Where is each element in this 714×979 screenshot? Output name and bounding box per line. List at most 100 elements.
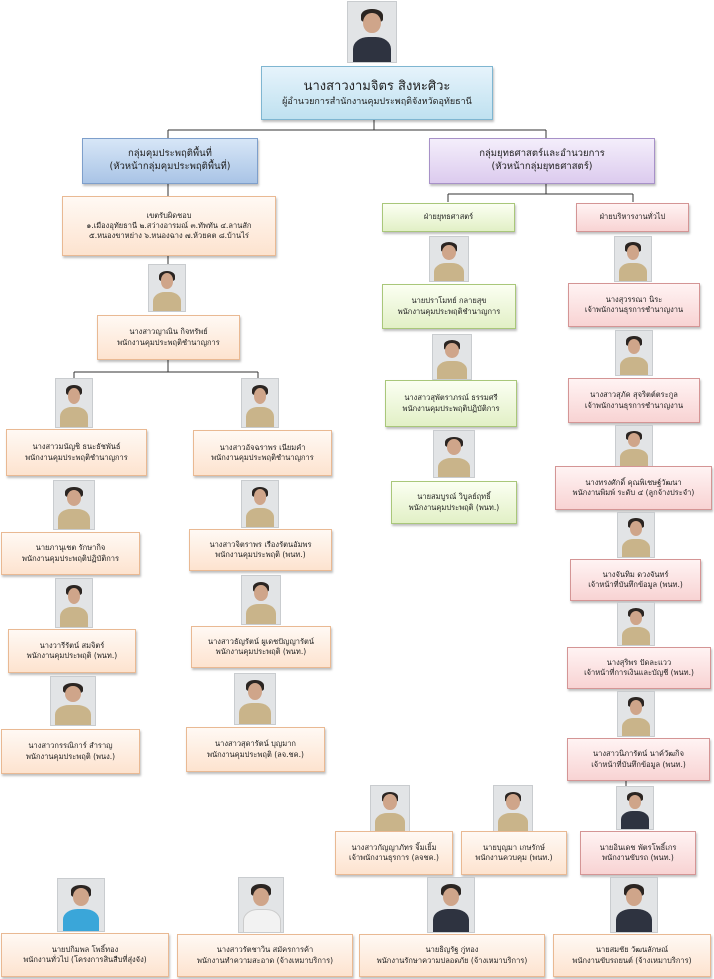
- director-box: นางสาวงามจิตร สิงหะศิวะ ผู้อำนวยการสำนัก…: [261, 66, 493, 120]
- staff-photo: [55, 578, 93, 628]
- staff-box-anchalee: นางสาวอัจฉราพร เนียมคำ พนักงานคุมประพฤติ…: [193, 430, 332, 476]
- area-responsibility-box: เขตรับผิดชอบ ๑.เมืองอุทัยธานี ๒.สว่างอาร…: [62, 196, 276, 256]
- staff-name: นางวารีรัตน์ สมจิตร์: [39, 640, 105, 650]
- staff-role: พนักงานคุมประพฤติชำนาญการ: [117, 337, 220, 347]
- staff-role: พนักงานขับรถยนต์ (จ้างเหมาบริการ): [572, 955, 692, 965]
- staff-photo: [148, 264, 186, 312]
- staff-role: พนักงานทำความสะอาด (จ้างเหมาบริการ): [196, 955, 334, 965]
- staff-photo: [241, 480, 279, 528]
- staff-box-suriya: นางสุริพร ปัดละแวว เจ้าหน้าที่การเงินและ…: [567, 647, 711, 689]
- staff-name: นางสาวอัจฉราพร เนียมคำ: [219, 442, 306, 452]
- staff-role: พนักงานคุมประพฤติ (พนง.): [25, 751, 116, 761]
- staff-name: นางสาวรัตชาวิน สมัครการค้า: [216, 945, 314, 955]
- staff-name: นางสาวมนัญชิ ธนะธัชพันธ์: [32, 442, 121, 452]
- staff-photo: [493, 785, 533, 833]
- group-area-subtitle: (หัวหน้ากลุ่มคุมประพฤติพื้นที่): [109, 161, 231, 172]
- staff-name: นางทรงศักดิ์ คุณพิเชษฐ์วัฒนา: [585, 477, 682, 487]
- staff-photo: [432, 334, 472, 380]
- staff-box-thanyarat: นางสาวธัญรัตน์ ผูเดชปัญญารัตน์ พนักงานคุ…: [191, 626, 331, 668]
- staff-box-nattawut: นายภานุเชต รักษากิจ พนักงานคุมประพฤติปฏิ…: [1, 532, 140, 575]
- staff-photo: [610, 877, 658, 933]
- staff-photo: [241, 378, 279, 428]
- staff-role: พนักงานคุมประพฤติชำนาญการ: [211, 453, 314, 462]
- staff-role: เจ้าหน้าที่บันทึกข้อมูล (พนท.): [588, 580, 683, 589]
- staff-name: นางสาวสุดารัตน์ บุญมาก: [215, 739, 296, 749]
- staff-photo: [50, 676, 96, 726]
- staff-name: นางสุริพร ปัดละแวว: [606, 657, 672, 667]
- staff-photo: [55, 378, 93, 428]
- staff-name: นางสาวจิตราพร เรืองรัตนอัมพร: [209, 539, 312, 549]
- area-heading: เขตรับผิดชอบ: [146, 210, 192, 220]
- group-strategy-box: กลุ่มยุทธศาสตร์และอำนวยการ (หัวหน้ากลุ่ม…: [429, 138, 655, 184]
- staff-photo: [238, 877, 284, 933]
- staff-box-nattaya: นางสาวนิภารัตน์ นาค์วัฒกิจ เจ้าหน้าที่บั…: [567, 738, 710, 781]
- unit-admin-label: ฝ่ายบริหารงานทั่วไป: [599, 212, 666, 222]
- staff-name: นายปราโมทย์ กลายสุข: [411, 296, 487, 306]
- staff-box-rattana: นางสาวรัตชาวิน สมัครการค้า พนักงานทำความ…: [177, 934, 353, 977]
- staff-box-dechrat: นายอินเดช พัตรโพธิ์เกร พนักงานขับรถ (พนท…: [580, 831, 696, 875]
- staff-name: นายอินเดช พัตรโพธิ์เกร: [599, 842, 677, 852]
- staff-role: พนักงานคุมประพฤติ (พนท.): [215, 647, 307, 656]
- staff-photo: [617, 691, 655, 737]
- staff-name: นางสาวนิภารัตน์ นาค์วัฒกิจ: [593, 749, 684, 759]
- staff-name: นายสมบูรณ์ วิบูลย์ฤทธิ์: [417, 492, 491, 502]
- director-title: ผู้อำนวยการสำนักงานคุมประพฤติจังหวัดอุทั…: [282, 96, 472, 107]
- staff-name: นางสาวกรรณิการ์ สำราญ: [28, 741, 113, 751]
- staff-box-kanyaphat: นางสาวกัญญาภัทร จิ้มเยิ้ม เจ้าพนักงานธุร…: [335, 831, 453, 875]
- group-strategy-subtitle: (หัวหน้ากลุ่มยุทธศาสตร์): [491, 161, 593, 172]
- staff-box-sukanya: นางสาวสุภัค สุจริตต์ตระกูล เจ้าพนักงานธุ…: [568, 378, 700, 423]
- staff-photo: [429, 236, 469, 282]
- staff-box-kanthika: นางสาวกรรณิการ์ สำราญ พนักงานคุมประพฤติ …: [1, 729, 140, 774]
- staff-box-wararat: นางวารีรัตน์ สมจิตร์ พนักงานคุมประพฤติ (…: [8, 629, 136, 673]
- staff-name: นายปกิมพล โพธิ์ทอง: [51, 944, 119, 954]
- staff-photo: [614, 236, 652, 282]
- staff-box-suparut: นายบุญมา เกษรักษ์ พนักงานควบคุม (พนท.): [461, 831, 567, 875]
- staff-box-suwannee: นางสุวรรณา นิระ เจ้าพนักงานธุรการชำนาญงา…: [568, 283, 700, 327]
- staff-box-somchai: นายสมชัย วัฒนลักษณ์ พนักงานขับรถยนต์ (จ้…: [553, 934, 711, 977]
- staff-box-chittraporn: นางสาวจิตราพร เรืองรัตนอัมพร พนักงานคุมป…: [189, 529, 332, 571]
- staff-name: นายสมชัย วัฒนลักษณ์: [595, 945, 669, 955]
- staff-photo: [616, 786, 654, 830]
- staff-name: นายภานุเชต รักษากิจ: [35, 543, 106, 553]
- staff-name: นายธิญรัฐ กู่ทอง: [425, 945, 479, 955]
- staff-name: นางสาวสุภัค สุจริตต์ตระกูล: [590, 390, 678, 400]
- staff-box-thawat: นายธิญรัฐ กู่ทอง พนักงานรักษาความปลอดภัย…: [359, 934, 545, 977]
- staff-role: เจ้าหน้าที่การเงินและบัญชี (พนท.): [584, 668, 694, 677]
- staff-name: นายบุญมา เกษรักษ์: [483, 842, 545, 852]
- staff-photo: [241, 575, 281, 625]
- group-strategy-title: กลุ่มยุทธศาสตร์และอำนวยการ: [479, 148, 605, 160]
- staff-photo: [234, 673, 276, 725]
- unit-admin-box: ฝ่ายบริหารงานทั่วไป: [576, 203, 689, 232]
- staff-role: พนักงานคุมประพฤติปฏิบัติการ: [402, 403, 500, 413]
- staff-photo: [427, 877, 475, 933]
- staff-photo: [615, 425, 653, 467]
- director-name: นางสาวงามจิตร สิงหะศิวะ: [303, 79, 451, 95]
- area-districts-2: ๕.หนองขาหย่าง ๖.หนองฉาง ๗.ห้วยคต ๘.บ้านไ…: [89, 231, 249, 241]
- staff-photo: [617, 602, 655, 646]
- staff-role: พนักงานคุมประพฤติปฏิบัติการ: [22, 553, 119, 563]
- staff-role: เจ้าพนักงานธุรการ (ลจชค.): [349, 853, 439, 862]
- staff-photo: [433, 430, 475, 478]
- staff-photo: [615, 330, 653, 376]
- staff-photo: [57, 878, 105, 932]
- staff-role: พนักงานทั่วไป (โครงการสินสืบที่สุ่งจัง): [23, 955, 147, 964]
- staff-box-pramote: นายปราโมทย์ กลายสุข พนักงานคุมประพฤติชำน…: [382, 284, 516, 329]
- staff-role: เจ้าพนักงานธุรการชำนาญงาน: [584, 400, 684, 410]
- staff-box-pimpila: นางสาวญาณิน กิจทรัพย์ พนักงานคุมประพฤติช…: [97, 315, 240, 360]
- staff-box-sudarat: นางสาวสุดารัตน์ บุญมาก พนักงานคุมประพฤติ…: [186, 727, 325, 772]
- staff-name: นางสาวสุพัตราภรณ์ ธรรมศรี: [404, 393, 498, 403]
- group-area-box: กลุ่มคุมประพฤติพื้นที่ (หัวหน้ากลุ่มคุมป…: [82, 138, 258, 184]
- staff-box-supatra: นางสาวสุพัตราภรณ์ ธรรมศรี พนักงานคุมประพ…: [385, 380, 517, 427]
- staff-name: นางสาวญาณิน กิจทรัพย์: [129, 327, 208, 337]
- staff-role: พนักงานคุมประพฤติ (พนท.): [26, 651, 118, 660]
- staff-role: พนักงานคุมประพฤติชำนาญการ: [397, 306, 501, 316]
- staff-photo: [370, 785, 410, 833]
- staff-box-jintana: นางจันทิม ดวงจันทร์ เจ้าหน้าที่บันทึกข้อ…: [570, 559, 701, 601]
- staff-role: เจ้าหน้าที่บันทึกข้อมูล (พนท.): [591, 759, 686, 769]
- director-photo: [347, 1, 397, 63]
- staff-role: พนักงานรักษาความปลอดภัย (จ้างเหมาบริการ): [376, 955, 528, 965]
- area-districts-1: ๑.เมืองอุทัยธานี ๒.สว่างอารมณ์ ๓.ทัพทัน …: [86, 220, 252, 230]
- staff-role: พนักงานพิมพ์ ระดับ ๔ (ลูกจ้างประจำ): [572, 488, 695, 497]
- staff-name: นางสาวกัญญาภัทร จิ้มเยิ้ม: [351, 842, 437, 852]
